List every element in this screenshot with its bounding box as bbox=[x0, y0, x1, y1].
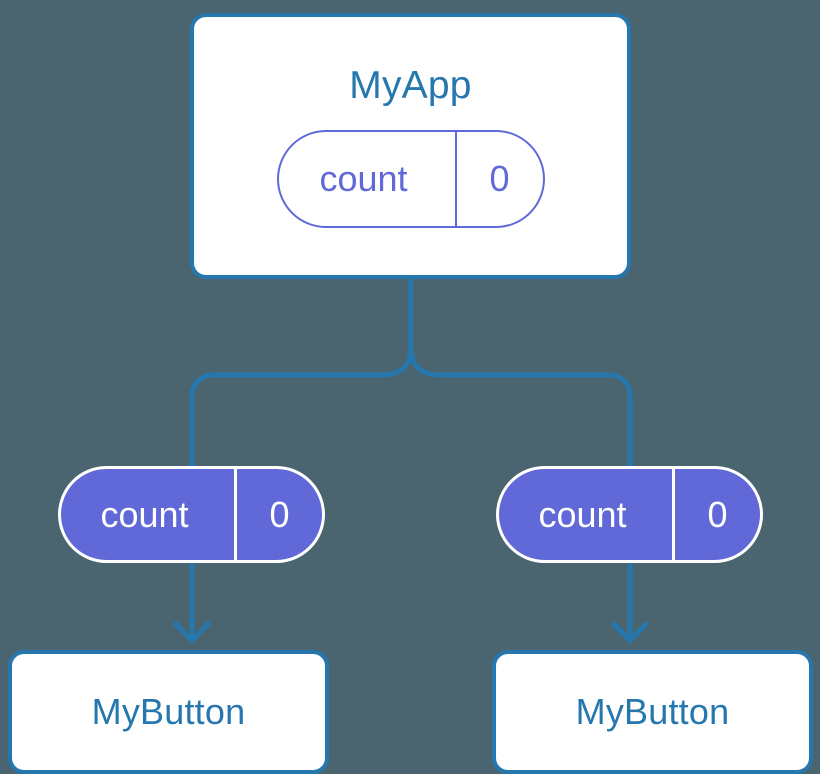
state-value: 0 bbox=[454, 132, 543, 226]
arrow-right bbox=[611, 560, 649, 644]
component-node-mybutton-right[interactable]: MyButton bbox=[492, 650, 813, 774]
component-name-mybutton: MyButton bbox=[575, 691, 730, 732]
branch-path-left bbox=[189, 276, 414, 469]
component-node-mybutton-left[interactable]: MyButton bbox=[8, 650, 329, 774]
arrow-left bbox=[173, 560, 211, 644]
state-pill-myapp[interactable]: count 0 bbox=[276, 130, 545, 228]
hook-key: count bbox=[538, 493, 627, 535]
component-name-mybutton: MyButton bbox=[91, 691, 246, 732]
hook-pill-right[interactable]: count 0 bbox=[496, 466, 763, 563]
branch-path-right bbox=[408, 345, 633, 469]
state-key: count bbox=[319, 158, 408, 199]
hook-value: 0 bbox=[234, 469, 322, 560]
hook-pill-left[interactable]: count 0 bbox=[58, 466, 325, 563]
component-name-myapp: MyApp bbox=[349, 64, 472, 107]
hook-key: count bbox=[100, 493, 189, 535]
hook-value: 0 bbox=[672, 469, 760, 560]
component-node-myapp[interactable]: MyApp count 0 bbox=[190, 13, 631, 279]
